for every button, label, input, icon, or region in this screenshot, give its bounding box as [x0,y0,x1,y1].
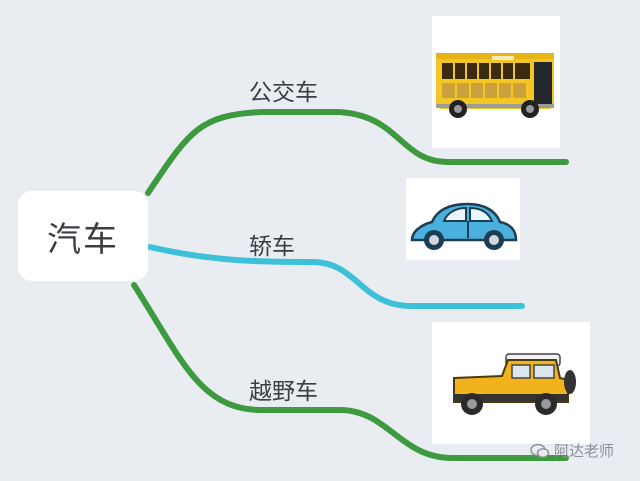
branch-label-suv: 越野车 [249,379,318,405]
branch-line-suv [131,282,569,461]
branch-label-sedan: 轿车 [249,234,295,260]
watermark-text: 阿达老师 [554,442,615,460]
watermark: 阿达老师 [530,440,614,461]
root-node[interactable]: 汽车 [18,191,148,281]
wechat-icon [530,443,550,459]
double-decker-bus-image [432,16,560,148]
beetle-car-image [406,178,520,260]
branch-line-bus [145,109,569,196]
off-road-suv-image [432,322,590,444]
root-label: 汽车 [47,219,119,260]
branch-label-bus: 公交车 [249,80,318,106]
branch-line-sedan [147,244,525,309]
